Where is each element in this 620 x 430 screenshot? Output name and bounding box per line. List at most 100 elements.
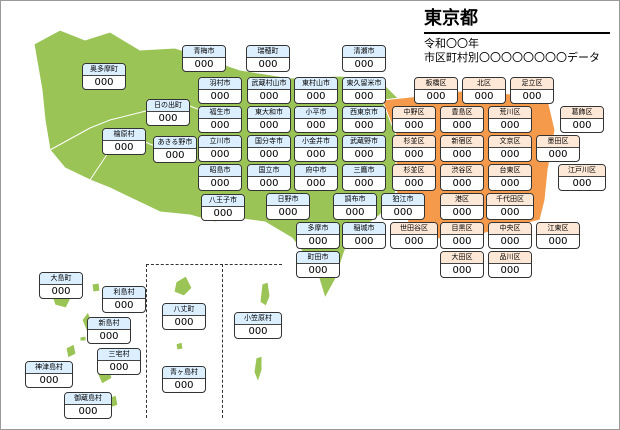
region-value: 000 xyxy=(426,91,446,102)
region-value: 000 xyxy=(572,120,592,131)
region-label: 檜原村 xyxy=(103,129,145,141)
island-kozushima-shape xyxy=(65,343,77,359)
region-value: 000 xyxy=(259,120,279,131)
region-value: 000 xyxy=(39,375,59,386)
region-value: 000 xyxy=(404,149,424,160)
region-label: 新宿区 xyxy=(441,136,483,148)
island-shikine-shape xyxy=(79,335,87,342)
island-hachijo-shape xyxy=(173,275,193,297)
region-value: 000 xyxy=(500,236,520,247)
region-label: 西東京市 xyxy=(343,107,385,119)
region-value: 000 xyxy=(354,236,374,247)
region-value: 000 xyxy=(210,178,230,189)
region-value: 000 xyxy=(548,236,568,247)
region-value: 000 xyxy=(354,59,374,70)
region-label: 稲城市 xyxy=(343,223,385,235)
region-value: 000 xyxy=(522,91,542,102)
region-label: 昭島市 xyxy=(199,165,241,177)
region-value: 000 xyxy=(174,317,194,328)
region-label: 小笠原村 xyxy=(235,313,281,325)
region-label: 文京区 xyxy=(489,136,531,148)
region-label: 立川市 xyxy=(199,136,241,148)
region-label: 福生市 xyxy=(199,107,241,119)
region-value: 000 xyxy=(345,207,365,218)
region-label: 品川区 xyxy=(489,252,531,264)
island-ogasawara-shape xyxy=(259,281,271,307)
region-label: 国立市 xyxy=(248,165,290,177)
region-label: 墨田区 xyxy=(537,136,579,148)
region-value: 000 xyxy=(210,91,230,102)
region-label: 調布市 xyxy=(334,194,376,206)
region-label: 大島町 xyxy=(40,273,82,285)
region-label: 三鷹市 xyxy=(343,165,385,177)
region-label: 奥多摩町 xyxy=(83,64,125,76)
title-block: 東京都 令和〇〇年 市区町村別〇〇〇〇〇〇〇〇データ xyxy=(424,8,610,65)
region-label: 港区 xyxy=(441,194,483,206)
region-value: 000 xyxy=(452,178,472,189)
region-label: 三宅村 xyxy=(98,349,140,361)
island-ogasawara-shape xyxy=(253,355,263,384)
region-value: 000 xyxy=(308,236,328,247)
region-label: 江東区 xyxy=(537,223,579,235)
region-value: 000 xyxy=(393,207,413,218)
region-value: 000 xyxy=(114,300,134,311)
region-value: 000 xyxy=(354,149,374,160)
region-value: 000 xyxy=(500,265,520,276)
region-label: 北区 xyxy=(463,78,505,90)
region-label: 御蔵島村 xyxy=(65,393,111,405)
region-value: 000 xyxy=(194,59,214,70)
region-value: 000 xyxy=(452,265,472,276)
region-value: 000 xyxy=(404,120,424,131)
region-value: 000 xyxy=(500,120,520,131)
region-label: 新島村 xyxy=(88,318,130,330)
region-value: 000 xyxy=(213,208,233,219)
region-value: 000 xyxy=(354,120,374,131)
region-label: 台東区 xyxy=(489,165,531,177)
island-divider xyxy=(222,264,223,418)
region-value: 000 xyxy=(78,406,98,417)
region-label: 東村山市 xyxy=(295,78,337,90)
region-label: 武蔵野市 xyxy=(343,136,385,148)
region-value: 000 xyxy=(452,120,472,131)
region-value: 000 xyxy=(158,113,178,124)
region-label: 江戸川区 xyxy=(559,165,605,177)
